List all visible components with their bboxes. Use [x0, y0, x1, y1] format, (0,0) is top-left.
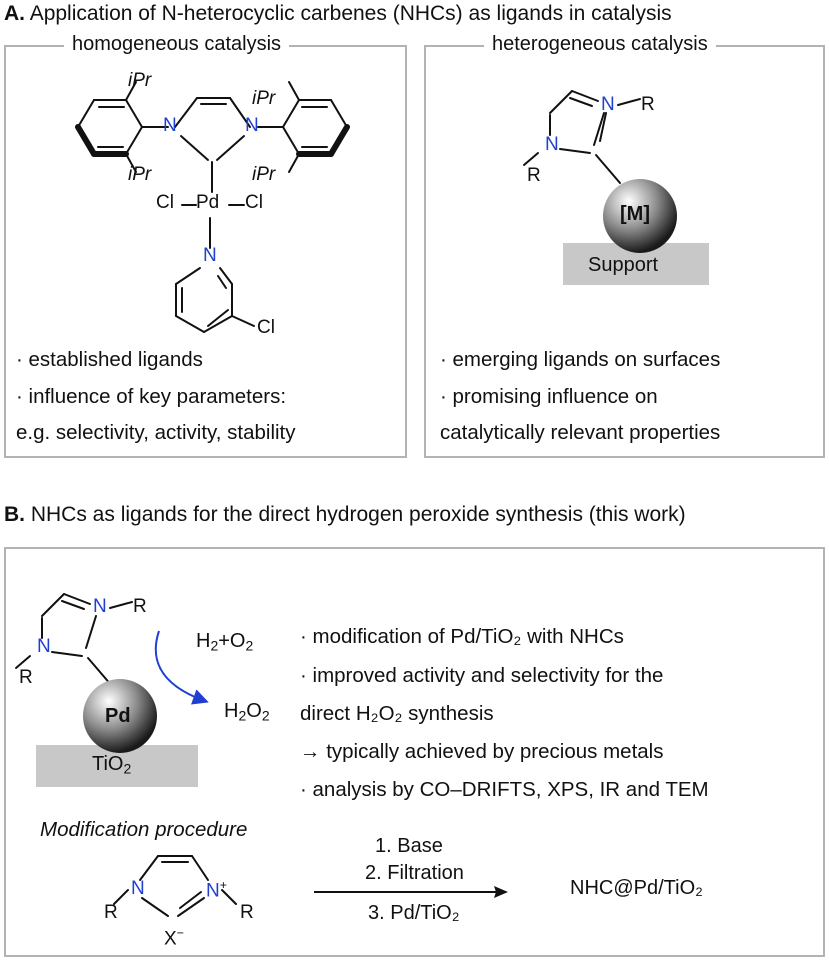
section-b-bullet-2: · improved activity and selectivity for …: [300, 664, 664, 687]
hetero-n-left: N: [545, 134, 559, 155]
ipr-top-left: iPr: [128, 70, 152, 91]
heterogeneous-bullet-3: catalytically relevant properties: [440, 421, 721, 444]
procedure-arrow-icon: [314, 886, 508, 898]
pd-nhc-n-left: N: [37, 636, 51, 657]
hetero-metal-label: [M]: [620, 203, 650, 225]
imidazolium-salt-structure: [113, 855, 237, 917]
counter-anion: X−: [164, 926, 184, 950]
pd-nhc-r-top: R: [133, 596, 147, 617]
imidazolium-r-left: R: [104, 902, 118, 923]
section-b-heading: B. NHCs as ligands for the direct hydrog…: [4, 503, 686, 527]
pyridine-n: N: [203, 245, 217, 266]
hetero-metal-sphere: [603, 179, 677, 253]
ipr-bottom-left: iPr: [128, 164, 152, 185]
section-b-panel: [4, 547, 825, 957]
ipr-bottom-right: iPr: [252, 164, 276, 185]
procedure-step-3: 3. Pd/TiO₂: [368, 902, 460, 924]
hetero-support-label: Support: [588, 254, 659, 276]
homogeneous-bullet-2: · influence of key parameters:: [16, 385, 287, 408]
section-b-bullet-4: → typically achieved by precious metals: [300, 740, 664, 763]
homogeneous-bullet-1: · established ligands: [16, 348, 203, 371]
pyridine-cl: Cl: [257, 317, 275, 338]
section-a-prefix: A.: [4, 2, 25, 25]
pd-cl-right: Cl: [245, 192, 263, 213]
pd-complex-structure: [75, 81, 350, 333]
pd-sphere: [83, 679, 157, 753]
section-a-title: Application of N-heterocyclic carbenes (…: [29, 2, 672, 25]
pd-complex-n-left: N: [163, 115, 177, 136]
product-h2o2: H2O2: [224, 700, 270, 724]
pd-nhc-r-left: R: [19, 667, 33, 688]
homogeneous-bullet-3: e.g. selectivity, activity, stability: [16, 421, 296, 444]
imidazolium-n-right: N+: [206, 878, 227, 902]
heterogeneous-bullet-2: · promising influence on: [440, 385, 658, 408]
procedure-title: Modification procedure: [40, 818, 248, 841]
tio2-support-label: TiO2: [92, 753, 132, 777]
heterogeneous-bullet-1: · emerging ligands on surfaces: [440, 348, 721, 371]
heterogeneous-title: heterogeneous catalysis: [484, 33, 716, 56]
procedure-product: NHC@Pd/TiO₂: [570, 877, 703, 899]
section-b-prefix: B.: [4, 503, 25, 526]
hetero-r-left: R: [527, 165, 541, 186]
reaction-arrow-icon: [154, 630, 209, 705]
section-b-bullet-1: · modification of Pd/TiO₂ with NHCs: [300, 625, 624, 648]
imidazolium-n-left: N: [131, 878, 145, 899]
ipr-top-right: iPr: [252, 88, 276, 109]
pd-nhc-structure: [15, 593, 133, 687]
reactant-h2-o2: H2+O2: [196, 630, 254, 654]
section-b-bullet-3: direct H₂O₂ synthesis: [300, 702, 494, 725]
hetero-n-top: N: [601, 94, 615, 115]
heterogeneous-nhc-structure: [523, 90, 641, 184]
homogeneous-title: homogeneous catalysis: [64, 33, 290, 56]
section-a-heading: A. Application of N-heterocyclic carbene…: [4, 2, 672, 26]
section-b-title: NHCs as ligands for the direct hydrogen …: [30, 503, 686, 526]
pd-center: Pd: [196, 192, 220, 213]
pd-complex-n-right: N: [245, 115, 259, 136]
pd-nhc-n-top: N: [93, 596, 107, 617]
pd-cl-left: Cl: [156, 192, 174, 213]
section-b-bullet-5: · analysis by CO–DRIFTS, XPS, IR and TEM: [300, 778, 709, 801]
hetero-r-top: R: [641, 94, 655, 115]
procedure-step-2: 2. Filtration: [365, 862, 464, 884]
pd-sphere-label: Pd: [105, 705, 131, 727]
imidazolium-r-right: R: [240, 902, 254, 923]
procedure-step-1: 1. Base: [375, 835, 443, 857]
